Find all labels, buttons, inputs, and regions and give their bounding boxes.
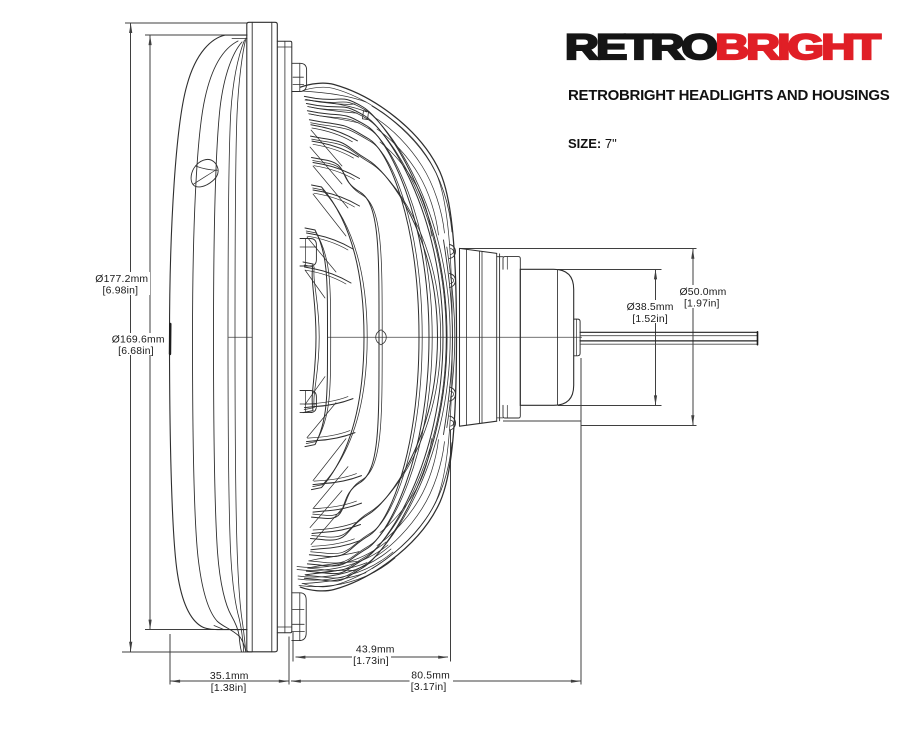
svg-text:[1.52in]: [1.52in] [632,314,668,325]
svg-text:[3.17in]: [3.17in] [411,682,447,693]
svg-text:Ø50.0mm: Ø50.0mm [679,287,726,298]
svg-text:Ø177.2mm: Ø177.2mm [95,274,148,285]
svg-text:[1.38in]: [1.38in] [211,683,247,694]
svg-text:Ø169.6mm: Ø169.6mm [112,335,165,346]
svg-text:[6.68in]: [6.68in] [118,346,154,357]
svg-text:35.1mm: 35.1mm [210,671,249,682]
svg-text:[1.97in]: [1.97in] [684,298,720,309]
svg-text:80.5mm: 80.5mm [411,670,450,681]
svg-text:Ø38.5mm: Ø38.5mm [627,302,674,313]
svg-text:[1.73in]: [1.73in] [353,656,389,667]
svg-text:[6.98in]: [6.98in] [103,286,139,297]
svg-text:43.9mm: 43.9mm [356,645,395,656]
